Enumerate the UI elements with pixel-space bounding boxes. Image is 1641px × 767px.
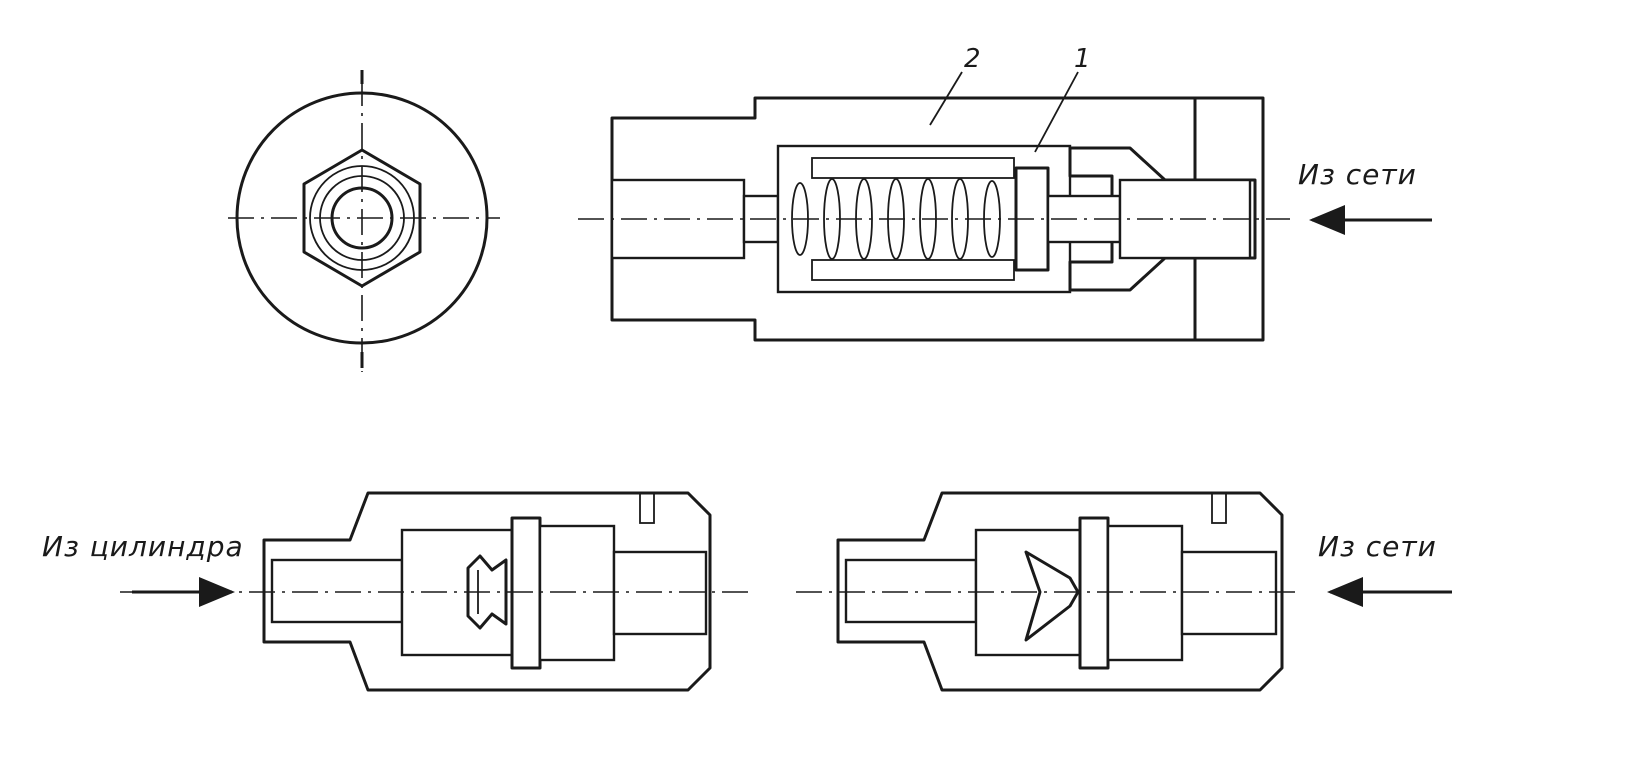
br-poppet [1024,550,1080,642]
end-view [228,70,500,372]
callout-leader-2 [929,71,963,126]
bl-body [262,491,712,692]
flow-label-top-right: Из сети [1298,158,1417,191]
bottom-right-valve [796,491,1452,692]
bl-poppet [466,554,508,630]
flow-label-bottom-right: Из сети [1318,530,1437,563]
bottom-left-valve [120,491,748,692]
callout-1: 1 [1074,44,1091,74]
br-outlet-bore [1180,550,1278,636]
top-valve-section [578,71,1432,342]
callout-leader-1 [1034,71,1079,153]
br-seat-ring [1078,516,1110,670]
bl-outlet-bore [612,550,708,636]
bl-inlet-bore [270,558,404,624]
flow-label-bottom-left: Из цилиндра [42,530,244,563]
callout-2: 2 [964,44,981,74]
br-inlet-bore [844,558,978,624]
br-body [836,491,1284,692]
bl-seat-ring [510,516,542,670]
